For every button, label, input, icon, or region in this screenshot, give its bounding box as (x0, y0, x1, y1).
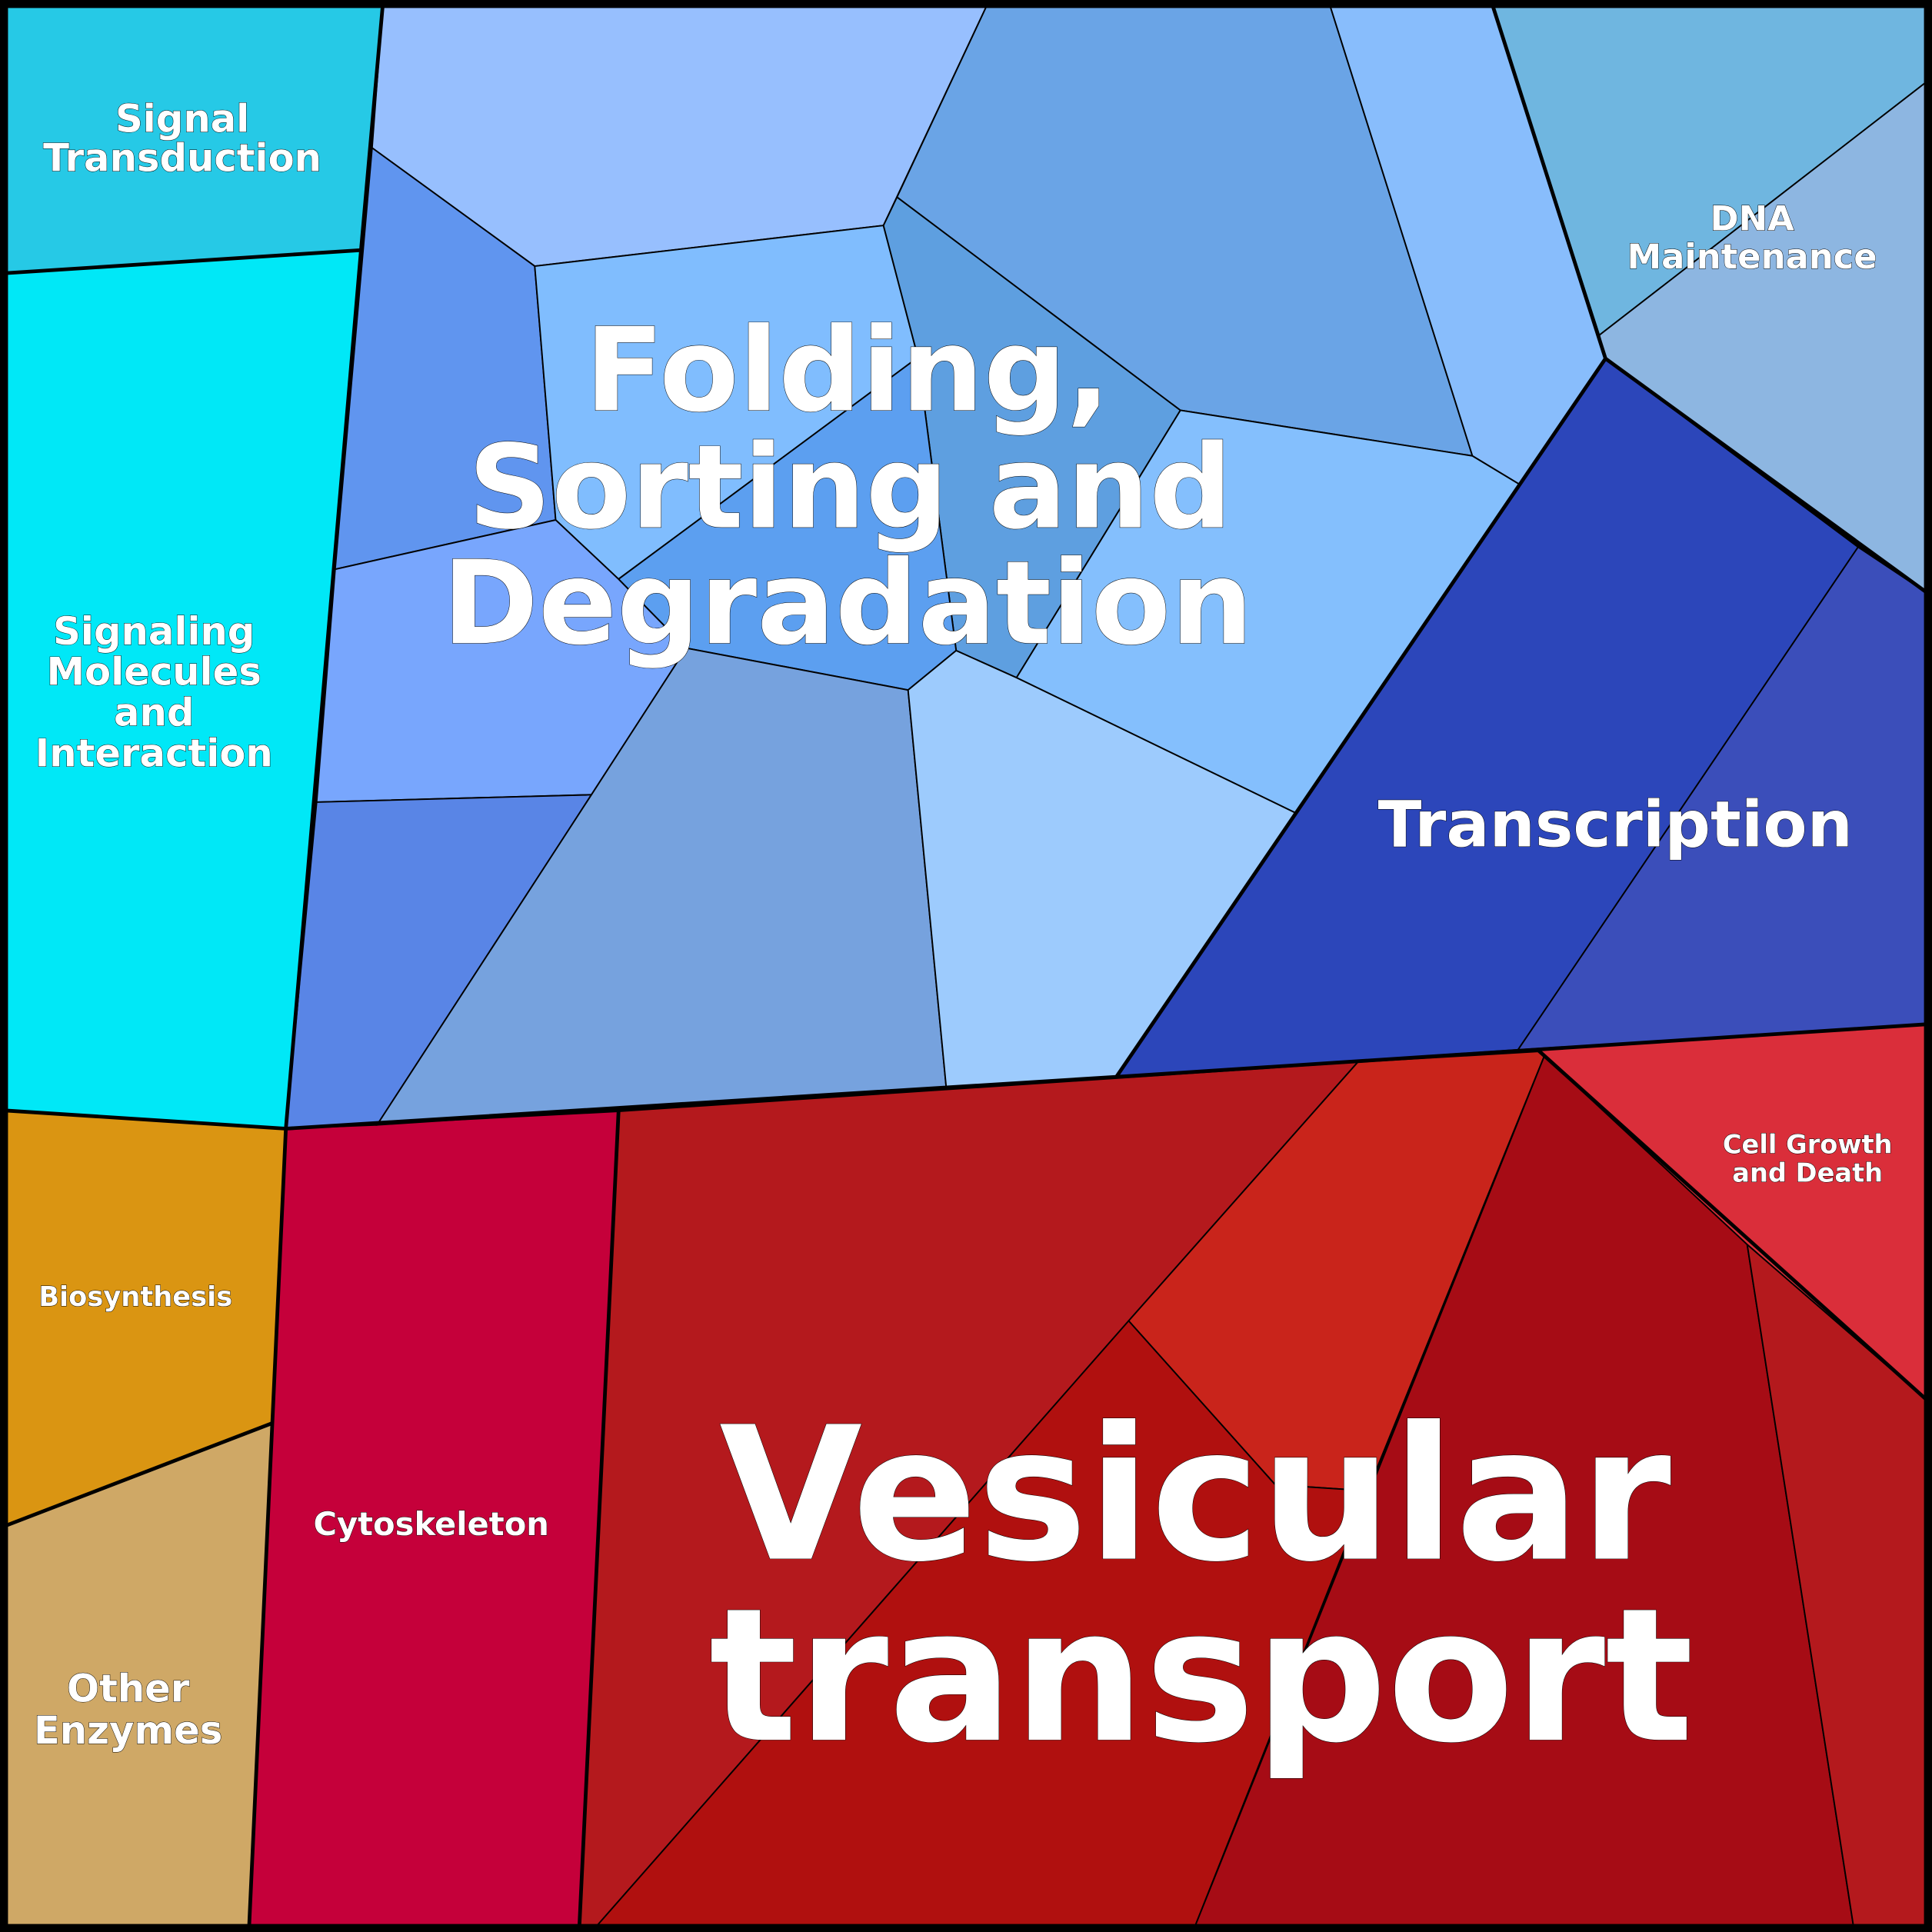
cell-vesicular-3[interactable] (590, 1319, 1369, 1932)
label-cytoskeleton: Cytoskeleton (313, 1505, 549, 1543)
label-transcription: Transcription (1378, 788, 1853, 862)
label-biosynthesis: Biosynthesis (38, 1281, 232, 1313)
